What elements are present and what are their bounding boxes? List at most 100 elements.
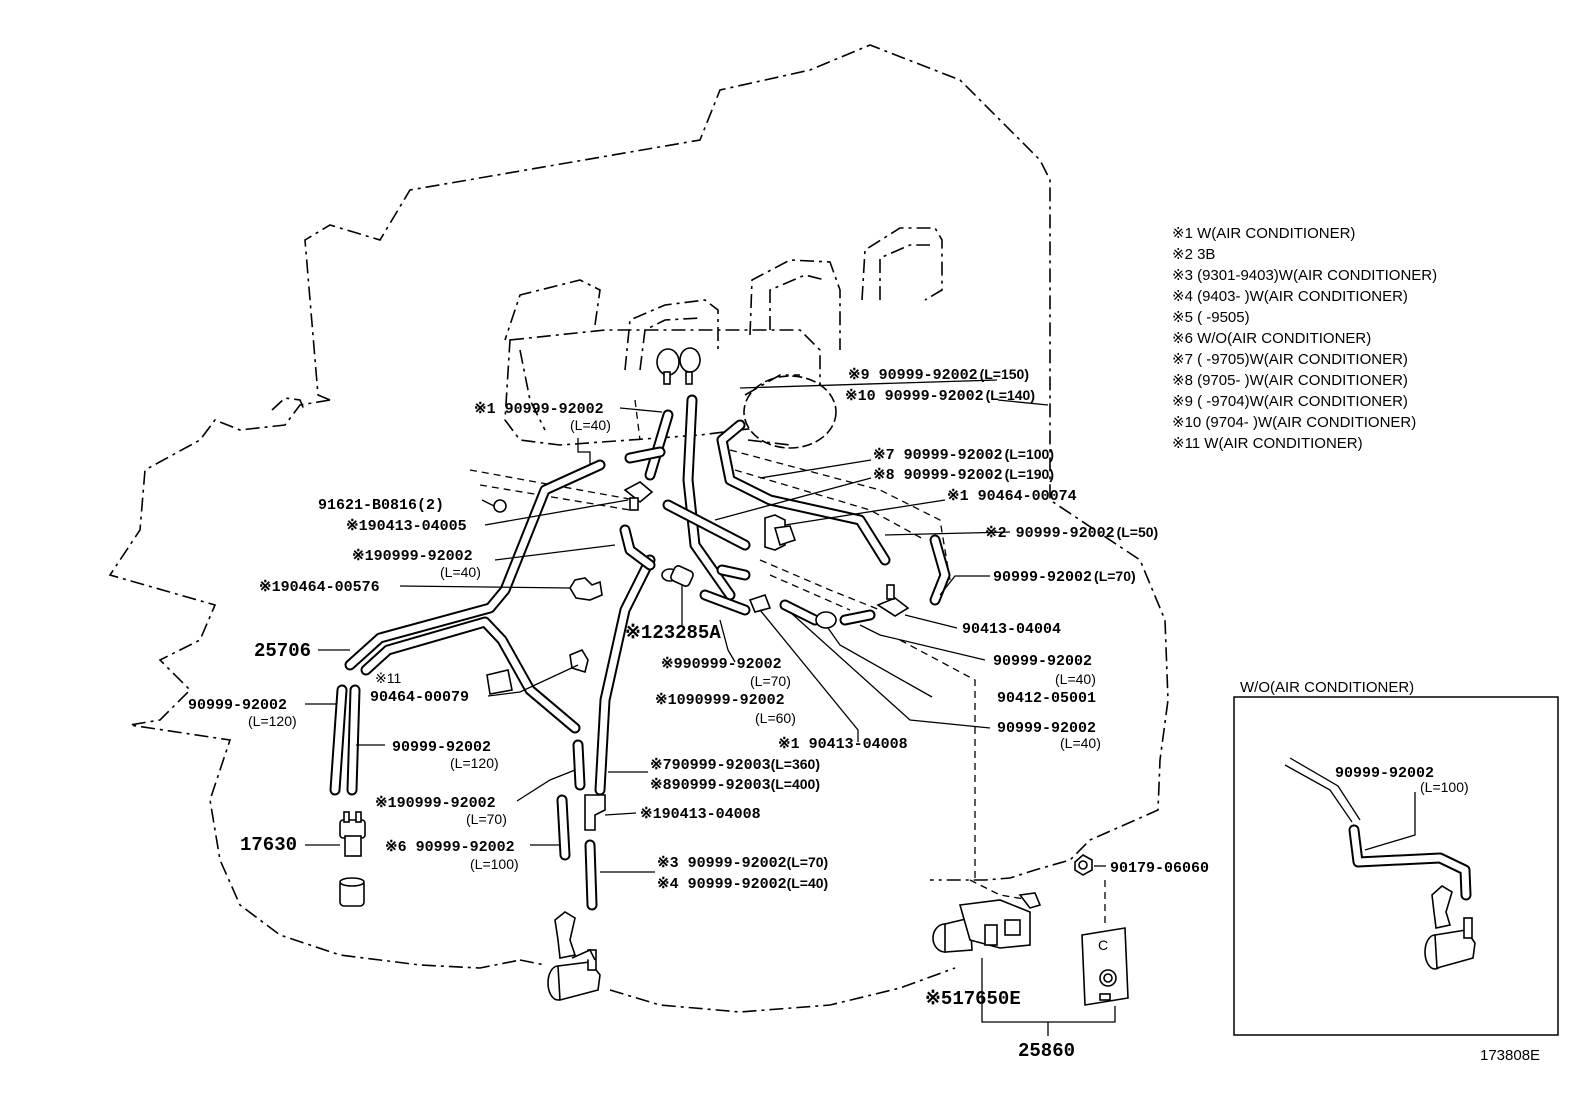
label-90999-92003-l360: ※790999-92003(L=360)	[650, 756, 820, 774]
inset-title: W/O(AIR CONDITIONER)	[1240, 679, 1414, 696]
vsv-17650e	[932, 892, 1042, 953]
label-23285a: ※123285A	[625, 622, 721, 644]
label-90999-92002-l70-a: 90999-92002(L=70)	[993, 568, 1136, 586]
bolt-91621	[481, 499, 507, 513]
routing-dashes	[469, 399, 1106, 925]
thermo-valve-bottom	[547, 911, 601, 1002]
hose-25706	[344, 459, 606, 734]
label-sub-l40-b: (L=40)	[440, 564, 481, 580]
hose-upper-l40	[644, 409, 674, 481]
label-90999-92003-l400: ※890999-92003(L=400)	[650, 776, 820, 794]
vacuum-hoses	[329, 394, 951, 911]
tee-fitting-04008-lower	[584, 794, 606, 831]
label-90413-04005: ※190413-04005	[346, 518, 467, 535]
hose-90999-92002-l120-b	[346, 684, 361, 796]
label-90999-92002-l40-d: 90999-92002	[997, 720, 1096, 737]
label-sub-l70-c: (L=70)	[466, 811, 507, 827]
label-90413-04008-a: ※1 90413-04008	[778, 736, 908, 753]
label-90413-04008-b: ※190413-04008	[640, 806, 761, 823]
drawing-number: 173808E	[1480, 1047, 1540, 1064]
clamp-00576	[569, 577, 603, 601]
bracket-25860: C	[1081, 927, 1129, 1006]
label-17650e: ※517650E	[925, 988, 1021, 1010]
note-9: ※9 ( -9704)W(AIR CONDITIONER)	[1172, 393, 1408, 410]
label-90999-92002-l40-e: ※4 90999-92002(L=40)	[657, 875, 828, 893]
engine-outline	[108, 44, 1169, 1013]
label-90999-92002-l100-b: ※6 90999-92002	[385, 839, 515, 856]
label-90179-06060: 90179-06060	[1110, 860, 1209, 877]
solenoid-letter: C	[1098, 937, 1108, 953]
label-sub-l100-b: (L=100)	[470, 856, 519, 872]
label-90464-00576: ※190464-00576	[259, 579, 380, 596]
label-25706: 25706	[254, 640, 311, 662]
hose-90999-92002-l120-a	[329, 684, 348, 796]
joint-05001	[815, 611, 837, 629]
note-5: ※5 ( -9505)	[1172, 309, 1250, 326]
note-11: ※11 W(AIR CONDITIONER)	[1172, 435, 1363, 452]
inset-thermo-valve	[1424, 885, 1476, 970]
label-90999-92002-l100: ※7 90999-92002(L=100)	[873, 446, 1054, 464]
label-sub-l40-a: (L=40)	[570, 417, 611, 433]
vacuum-sensor-17630	[339, 811, 366, 907]
label-90999-92002-l70-d: ※3 90999-92002(L=70)	[657, 854, 828, 872]
vacuum-switching-valve-top	[656, 347, 701, 385]
tee-fitting-04004	[876, 584, 910, 617]
hose-short-lower	[699, 564, 876, 626]
hose-vertical-long	[594, 554, 656, 796]
components: C	[339, 347, 1129, 1006]
throttle-body	[743, 375, 837, 449]
check-valve-23285a	[661, 565, 694, 587]
tee-fitting-04005	[623, 481, 654, 511]
clamp-00074	[764, 514, 797, 551]
label-91621-b0816: 91621-B0816(2)	[318, 497, 444, 514]
label-90999-92002-l40-b: ※190999-92002	[352, 548, 473, 565]
hose-lower-stack	[556, 739, 598, 911]
notes-legend: ※1 W(AIR CONDITIONER) ※2 3B ※3 (9301-940…	[1172, 225, 1437, 452]
part-labels: ※9 90999-92002(L=150) ※10 90999-92002(L=…	[188, 366, 1209, 1062]
note-2: ※2 3B	[1172, 246, 1215, 263]
note-8: ※8 (9705- )W(AIR CONDITIONER)	[1172, 372, 1408, 389]
label-90999-92002-l120-a: 90999-92002	[188, 697, 287, 714]
label-90413-04004: 90413-04004	[962, 621, 1061, 638]
label-90464-00074: ※1 90464-00074	[947, 488, 1077, 505]
label-90999-92002-l40-a: ※1 90999-92002	[474, 401, 604, 418]
label-90999-92002-l40-c: 90999-92002	[993, 653, 1092, 670]
joint-04008-upper	[748, 593, 772, 613]
label-90999-92002-l140: ※10 90999-92002(L=140)	[845, 387, 1035, 405]
clamp-00079	[486, 648, 589, 695]
label-90999-92002-l190: ※8 90999-92002(L=190)	[873, 466, 1054, 484]
note-6: ※6 W/O(AIR CONDITIONER)	[1172, 330, 1371, 347]
label-note-11: ※11	[375, 670, 401, 686]
inset-part-label: 90999-92002	[1335, 765, 1434, 782]
label-90999-92002-l50: ※2 90999-92002(L=50)	[985, 524, 1158, 542]
inset-without-ac: W/O(AIR CONDITIONER) 90999-92002 (L=100)	[1233, 679, 1559, 1036]
hose-short-tee	[619, 446, 951, 606]
note-4: ※4 (9403- )W(AIR CONDITIONER)	[1172, 288, 1408, 305]
label-sub-l40-d: (L=40)	[1060, 735, 1101, 751]
label-90999-92002-l70-b: ※990999-92002	[661, 656, 782, 673]
intake-manifold	[271, 227, 943, 449]
inset-frame	[1233, 696, 1559, 1036]
label-sub-l70-b: (L=70)	[750, 673, 791, 689]
label-90999-92002-l70-c: ※190999-92002	[375, 795, 496, 812]
leader-lines	[305, 379, 1116, 1036]
label-90999-92002-l60: ※1090999-92002	[655, 692, 785, 709]
label-90999-92002-l120-b: 90999-92002	[392, 739, 491, 756]
label-sub-l120-b: (L=120)	[450, 755, 499, 771]
label-25860: 25860	[1018, 1040, 1075, 1062]
label-90464-00079: 90464-00079	[370, 689, 469, 706]
inset-part-sub: (L=100)	[1420, 779, 1469, 795]
inset-hose	[1348, 824, 1472, 901]
note-3: ※3 (9301-9403)W(AIR CONDITIONER)	[1172, 267, 1437, 284]
label-17630: 17630	[240, 834, 297, 856]
label-sub-l120-a: (L=120)	[248, 713, 297, 729]
label-90412-05001: 90412-05001	[997, 690, 1096, 707]
hose-upper-l100	[716, 419, 891, 566]
label-90999-92002-l150: ※9 90999-92002(L=150)	[848, 366, 1029, 384]
note-10: ※10 (9704- )W(AIR CONDITIONER)	[1172, 414, 1416, 431]
label-sub-l60: (L=60)	[755, 710, 796, 726]
nut-06060	[1074, 854, 1093, 876]
note-1: ※1 W(AIR CONDITIONER)	[1172, 225, 1355, 242]
note-7: ※7 ( -9705)W(AIR CONDITIONER)	[1172, 351, 1408, 368]
